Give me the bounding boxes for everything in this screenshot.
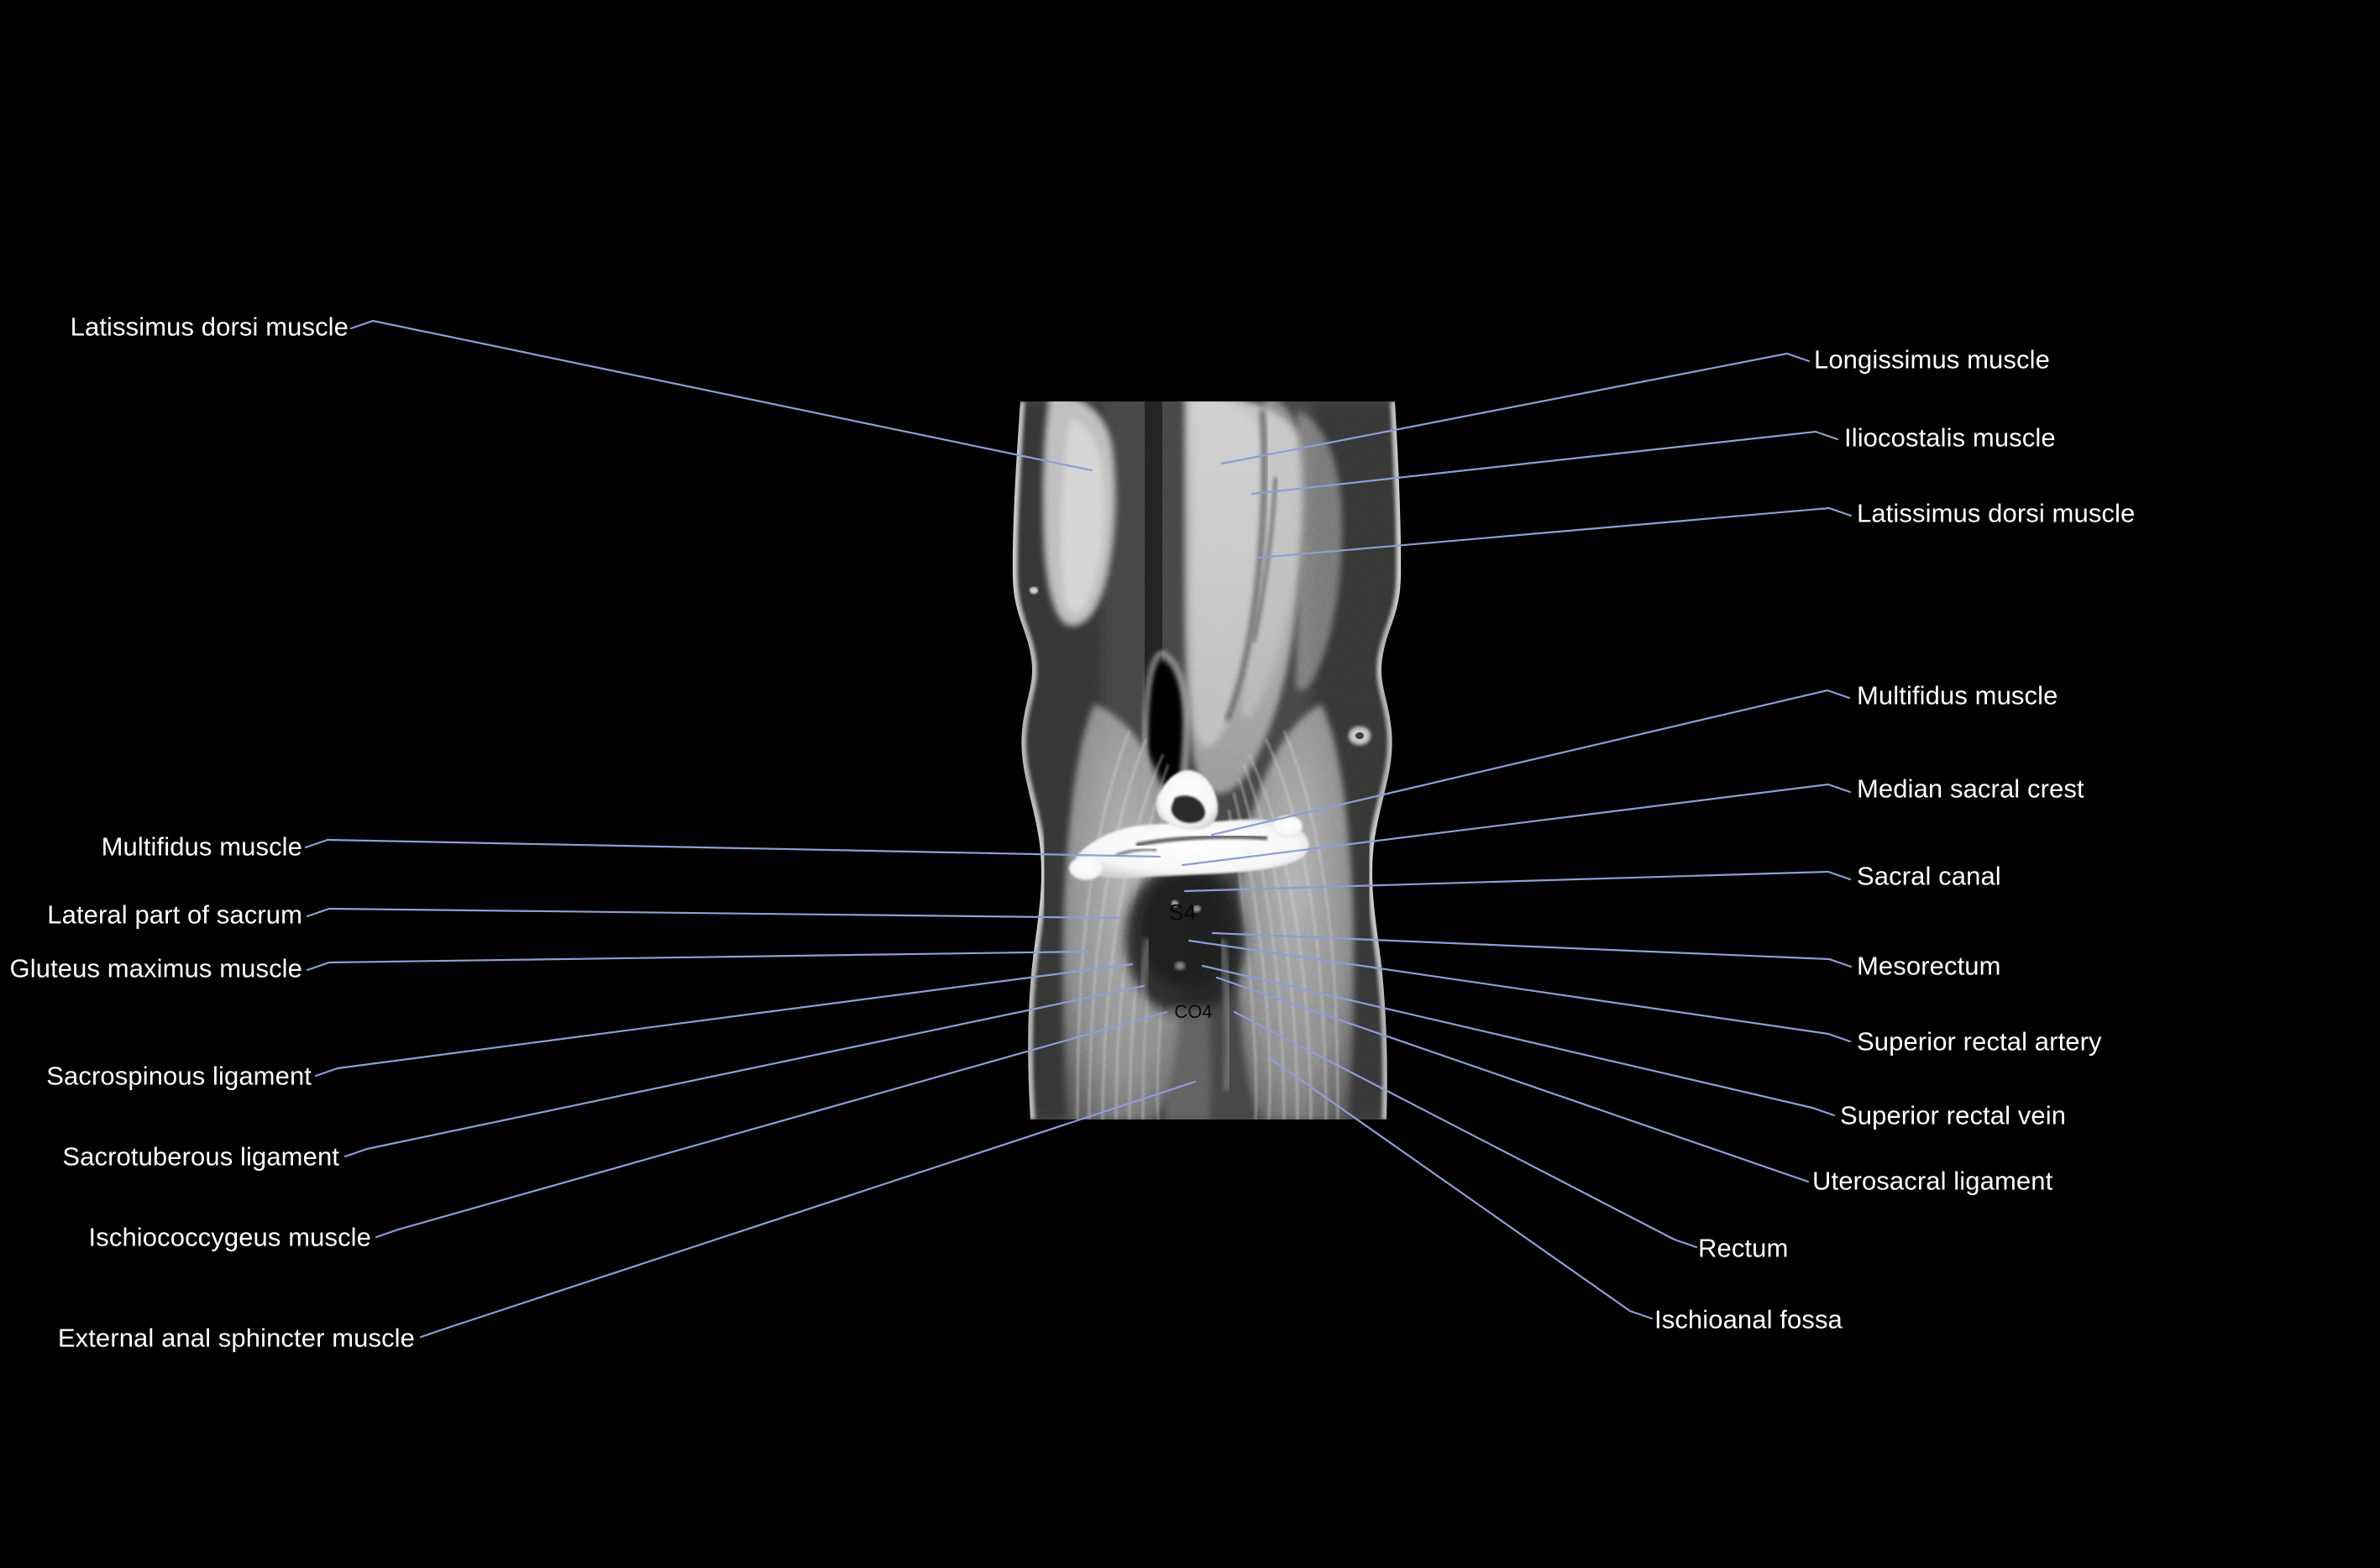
label-iliocostalis-muscle: Iliocostalis muscle xyxy=(1844,422,2056,453)
label-median-sacral-crest: Median sacral crest xyxy=(1857,774,2084,804)
leader-hook-external-anal-sphincter-muscle xyxy=(419,1328,444,1339)
label-superior-rectal-artery: Superior rectal artery xyxy=(1857,1026,2102,1057)
leader-hook-superior-rectal-vein xyxy=(1811,1106,1836,1117)
leader-hook-latissimus-dorsi-muscle-left xyxy=(349,319,375,330)
label-rectum: Rectum xyxy=(1698,1233,1789,1263)
label-multifidus-muscle-left: Multifidus muscle xyxy=(101,831,302,862)
leader-hook-multifidus-muscle-left xyxy=(304,838,329,849)
label-superior-rectal-vein: Superior rectal vein xyxy=(1840,1100,2067,1130)
level-tag-co4: CO4 xyxy=(1174,1001,1213,1022)
ct-coronal-image: S4 CO4 xyxy=(968,401,1447,1120)
label-ischiococcygeus-muscle: Ischiococcygeus muscle xyxy=(88,1222,371,1252)
label-gluteus-maximus-muscle: Gluteus maximus muscle xyxy=(9,953,302,983)
label-ischioanal-fossa: Ischioanal fossa xyxy=(1654,1304,1843,1335)
leader-hook-superior-rectal-artery xyxy=(1827,1032,1852,1043)
leader-hook-latissimus-dorsi-muscle-right xyxy=(1827,506,1853,517)
leader-hook-sacrotuberous-ligament xyxy=(343,1147,369,1158)
leader-hook-rectum xyxy=(1673,1238,1698,1249)
label-latissimus-dorsi-muscle-left: Latissimus dorsi muscle xyxy=(70,312,349,342)
leader-hook-iliocostalis-muscle xyxy=(1814,430,1839,441)
leader-hook-longissimus-muscle xyxy=(1785,352,1811,363)
label-sacrotuberous-ligament: Sacrotuberous ligament xyxy=(62,1141,339,1172)
label-external-anal-sphincter-muscle: External anal sphincter muscle xyxy=(57,1323,415,1353)
leader-hook-multifidus-muscle-right xyxy=(1826,689,1851,700)
leader-hook-gluteus-maximus-muscle xyxy=(306,961,331,972)
label-multifidus-muscle-right: Multifidus muscle xyxy=(1857,680,2058,711)
leader-hook-ischioanal-fossa xyxy=(1628,1309,1654,1320)
label-sacral-canal: Sacral canal xyxy=(1857,861,2001,891)
leader-hook-median-sacral-crest xyxy=(1827,783,1852,794)
label-lateral-part-of-sacrum: Lateral part of sacrum xyxy=(47,899,302,930)
level-tag-s4: S4 xyxy=(1168,899,1197,926)
leader-hook-sacrospinous-ligament xyxy=(314,1067,339,1078)
leader-hook-ischiococcygeus-muscle xyxy=(375,1228,400,1239)
leader-hook-sacral-canal xyxy=(1827,870,1852,881)
label-mesorectum: Mesorectum xyxy=(1857,951,2001,981)
label-sacrospinous-ligament: Sacrospinous ligament xyxy=(46,1061,312,1091)
leader-hook-uterosacral-ligament xyxy=(1785,1172,1810,1183)
leader-hook-mesorectum xyxy=(1827,957,1853,968)
leader-hook-lateral-part-of-sacrum xyxy=(306,907,331,918)
label-longissimus-muscle: Longissimus muscle xyxy=(1814,344,2050,375)
label-uterosacral-ligament: Uterosacral ligament xyxy=(1812,1166,2053,1196)
label-latissimus-dorsi-muscle-right: Latissimus dorsi muscle xyxy=(1857,498,2136,528)
